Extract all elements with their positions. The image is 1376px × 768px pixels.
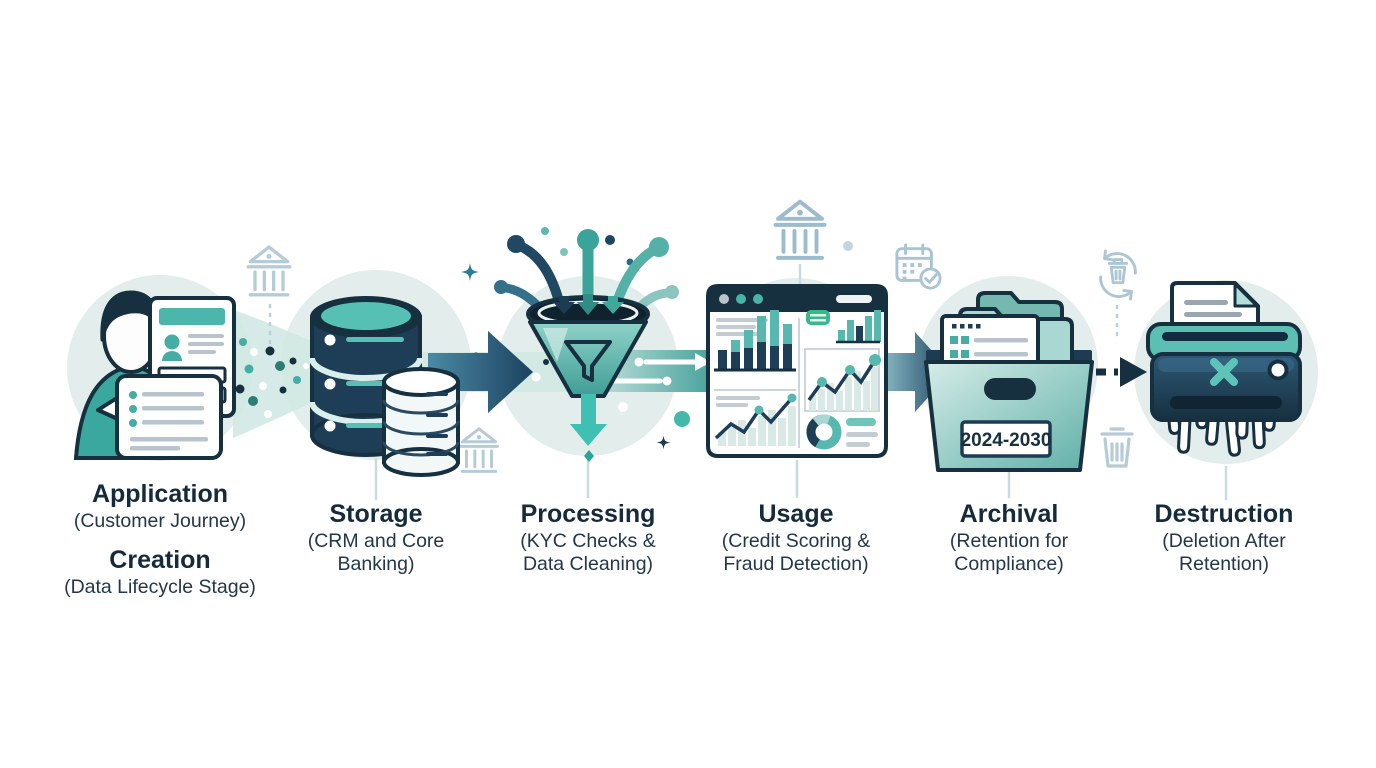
stage-subtitle: (Deletion After Retention) [1162, 530, 1286, 575]
person-filling-application-icon [73, 290, 236, 460]
shredder-button [1267, 359, 1289, 381]
mini-bar-chart [806, 310, 881, 344]
line-chart [714, 393, 797, 446]
sparkle-icon [461, 263, 479, 281]
delete-x-mark [1210, 358, 1238, 386]
dashed-guides [268, 303, 1119, 347]
secondary-database [382, 367, 460, 477]
stage-label-storage: Storage (CRM and Core Banking) [266, 500, 486, 576]
stage-title: Processing [520, 500, 656, 528]
bank-icon [246, 245, 292, 297]
band-arrow-glyphs [609, 353, 711, 386]
stage-label-archival: Archival (Retention for Compliance) [899, 500, 1119, 576]
database-stack-icon [309, 296, 460, 477]
sparkle-icon [656, 435, 671, 450]
arrow-storage-to-processing [428, 331, 533, 413]
calendar-check-icon [895, 243, 942, 290]
stage-title: Creation [109, 546, 211, 574]
stage-subtitle: (KYC Checks & Data Cleaning) [520, 530, 656, 575]
stage-subtitle: (CRM and Core Banking) [307, 530, 445, 575]
bank-icon [776, 202, 825, 258]
archive-box-icon: 2024-2030 [924, 291, 1094, 472]
retention-label: 2024-2030 [960, 420, 1052, 458]
bar-chart [714, 310, 796, 372]
stage-label-usage: Usage (Credit Scoring & Fraud Detection) [686, 500, 906, 576]
stage-subtitle: (Data Lifecycle Stage) [64, 576, 256, 598]
stage-title: Storage [329, 500, 423, 528]
funnel-output-arrow [570, 394, 607, 462]
stage-title: Application [91, 480, 229, 508]
retention-period-text: 2024-2030 [961, 430, 1052, 451]
recycle-trash-icon [1099, 249, 1137, 301]
donut-chart [806, 414, 878, 450]
stage-title: Usage [758, 500, 834, 528]
stage-subtitle: (Retention for Compliance) [949, 530, 1069, 575]
arrow-usage-to-archival [884, 332, 951, 412]
stage-subtitle: (Customer Journey) [73, 510, 247, 532]
stage-title: Destruction [1154, 500, 1294, 528]
funnel-icon [494, 229, 679, 462]
bank-icon [458, 427, 500, 473]
stage-title: Archival [959, 500, 1059, 528]
funnel-inlet-arrows [553, 294, 624, 315]
stage-label-creation: Application (Customer Journey) Creation … [50, 480, 270, 599]
stage-label-destruction: Destruction (Deletion After Retention) [1114, 500, 1334, 576]
trend-chart [804, 348, 881, 412]
analytics-dashboard-icon [706, 284, 888, 458]
paper-shredder-icon [1146, 281, 1302, 457]
speech-bubble [96, 374, 223, 460]
stage-label-processing: Processing (KYC Checks & Data Cleaning) [478, 500, 698, 576]
trash-icon [1100, 427, 1134, 468]
stage-subtitle: (Credit Scoring & Fraud Detection) [721, 530, 871, 575]
